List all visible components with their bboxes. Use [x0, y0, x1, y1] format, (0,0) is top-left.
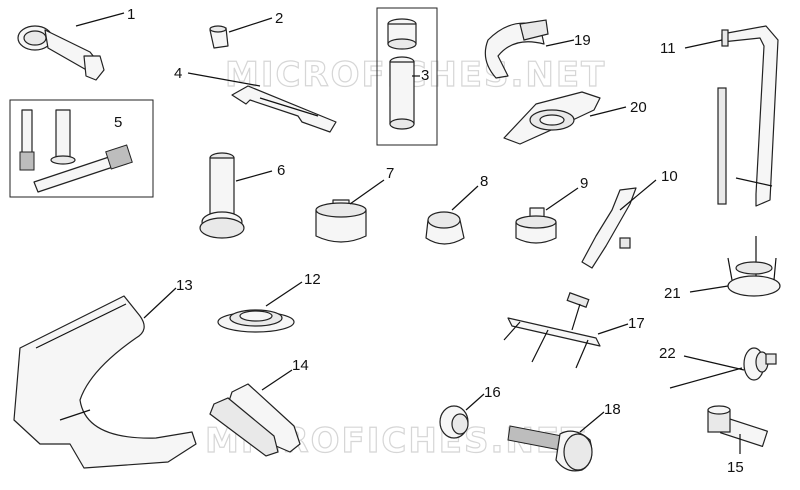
callout-2: 2	[275, 10, 283, 27]
callout-9: 9	[580, 175, 588, 192]
part-14-split-puller	[209, 383, 301, 457]
part-16-small-flange	[439, 405, 469, 439]
part-5-pins	[19, 109, 133, 193]
callout-16: 16	[484, 384, 501, 401]
callout-22: 22	[659, 345, 676, 362]
callout-17: 17	[628, 315, 645, 332]
callout-10: 10	[661, 168, 678, 185]
callout-7: 7	[386, 165, 394, 182]
callout-11: 11	[660, 40, 676, 57]
part-20-holding-plate	[503, 91, 601, 145]
callout-12: 12	[304, 271, 321, 288]
part-7-bell	[315, 199, 367, 243]
part-11-c-clamp	[717, 25, 779, 207]
part-3-sleeves	[387, 18, 417, 130]
part-18-knurled-tool	[507, 425, 593, 472]
part-17-multi-pin-puller	[503, 292, 601, 369]
part-5-frame	[9, 99, 154, 198]
part-2-cap	[209, 25, 229, 49]
callout-8: 8	[480, 173, 488, 190]
part-6-mandrel	[199, 152, 245, 239]
part-3-frame	[376, 7, 438, 146]
part-8-cup	[425, 211, 465, 245]
callout-1: 1	[127, 6, 135, 23]
callout-3: 3	[421, 67, 429, 84]
callout-5: 5	[114, 114, 122, 131]
callout-15: 15	[727, 459, 744, 476]
callout-4: 4	[174, 65, 182, 82]
callout-6: 6	[277, 162, 285, 179]
part-4-fork-plate	[231, 85, 337, 133]
part-12-flange-ring	[217, 309, 295, 333]
callout-14: 14	[292, 357, 309, 374]
part-15-drift	[707, 405, 768, 448]
part-10-cam-holder	[581, 187, 637, 269]
part-9-drift	[515, 207, 557, 244]
callout-20: 20	[630, 99, 647, 116]
callout-18: 18	[604, 401, 621, 418]
callout-13: 13	[176, 277, 193, 294]
callout-21: 21	[664, 285, 681, 302]
part-1-wrench	[17, 25, 105, 81]
part-22-rod-disk	[669, 347, 777, 389]
part-19-band	[484, 19, 549, 79]
callout-19: 19	[574, 32, 591, 49]
part-21-cage-fixture	[727, 236, 781, 297]
watermark-top: MICROFICHES.NET	[225, 55, 606, 95]
part-13-stand	[13, 295, 197, 469]
